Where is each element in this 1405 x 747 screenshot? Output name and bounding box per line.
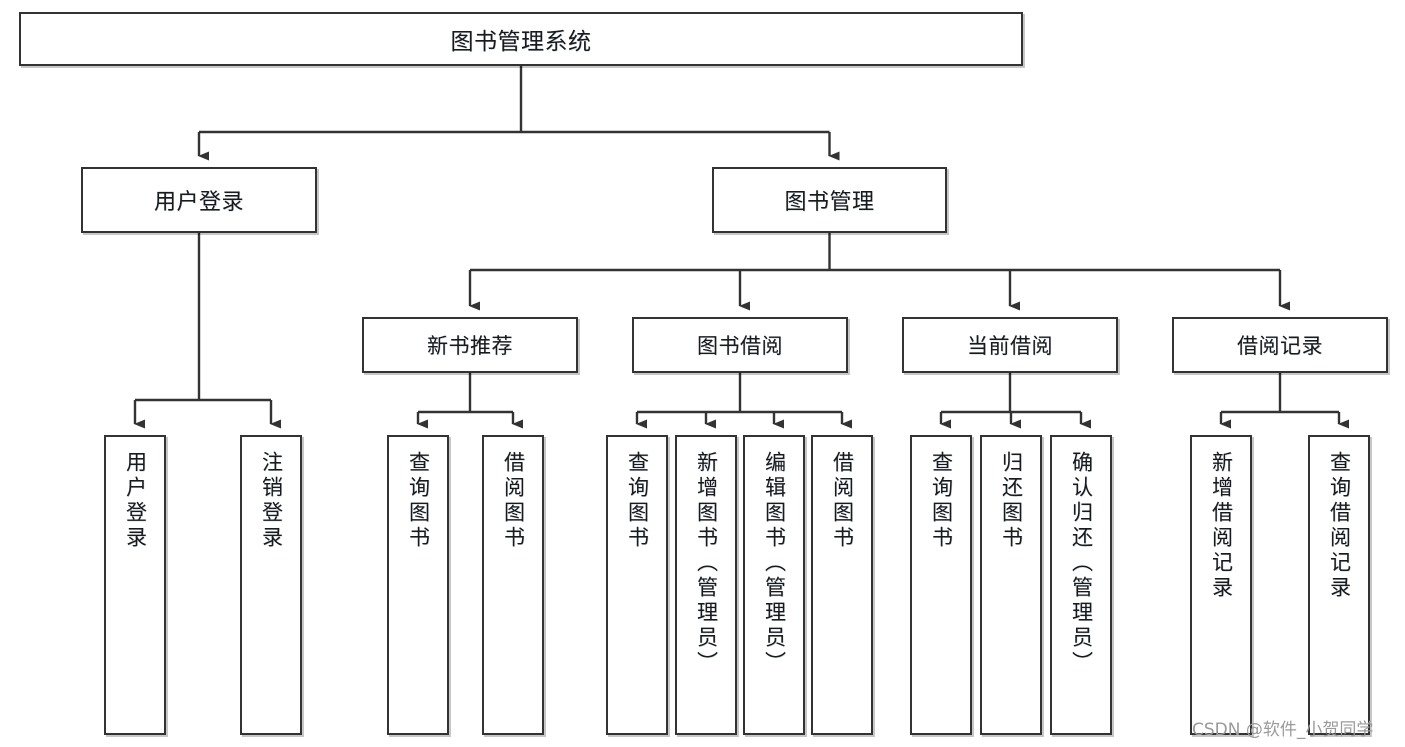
node-label: 图书管理	[784, 190, 875, 215]
node-label: 确认归还（管理员）	[1069, 451, 1094, 676]
node-leaf-7[interactable]: 编辑图书（管理员）	[743, 435, 805, 735]
node-borrow-log[interactable]: 借阅记录	[1172, 317, 1388, 373]
node-label: 查询借阅记录	[1327, 451, 1352, 601]
node-label: 新增图书（管理员）	[694, 451, 719, 676]
node-leaf-12[interactable]: 新增借阅记录	[1190, 435, 1252, 735]
node-label: 用户登录	[123, 451, 148, 551]
node-leaf-1[interactable]: 用户登录	[104, 435, 166, 735]
node-leaf-8[interactable]: 借阅图书	[811, 435, 873, 735]
node-label: 借阅记录	[1237, 334, 1323, 358]
node-label: 借阅图书	[501, 451, 526, 551]
node-cur-borrow[interactable]: 当前借阅	[902, 317, 1118, 373]
node-leaf-6[interactable]: 新增图书（管理员）	[675, 435, 737, 735]
node-book-manage[interactable]: 图书管理	[712, 167, 947, 233]
node-label: 图书管理系统	[450, 29, 592, 55]
node-label: 查询图书	[625, 451, 650, 551]
node-label: 归还图书	[999, 451, 1024, 551]
node-root[interactable]: 图书管理系统	[19, 12, 1023, 66]
node-label: 新书推荐	[427, 334, 513, 358]
node-label: 当前借阅	[967, 334, 1053, 358]
node-book-borrow[interactable]: 图书借阅	[632, 317, 848, 373]
edge-group	[133, 66, 1349, 429]
node-label: 新增借阅记录	[1209, 451, 1234, 601]
node-leaf-9[interactable]: 查询图书	[910, 435, 972, 735]
node-user-login[interactable]: 用户登录	[81, 167, 317, 233]
node-leaf-5[interactable]: 查询图书	[606, 435, 668, 735]
node-label: 编辑图书（管理员）	[762, 451, 787, 676]
node-label: 查询图书	[406, 451, 431, 551]
node-label: 查询图书	[929, 451, 954, 551]
node-leaf-10[interactable]: 归还图书	[980, 435, 1042, 735]
node-leaf-13[interactable]: 查询借阅记录	[1308, 435, 1370, 735]
node-leaf-4[interactable]: 借阅图书	[482, 435, 544, 735]
node-leaf-3[interactable]: 查询图书	[387, 435, 449, 735]
node-leaf-2[interactable]: 注销登录	[240, 435, 302, 735]
node-new-book-rec[interactable]: 新书推荐	[362, 317, 578, 373]
node-label: 用户登录	[153, 190, 244, 215]
node-label: 注销登录	[259, 451, 284, 551]
node-label: 图书借阅	[697, 334, 783, 358]
node-label: 借阅图书	[830, 451, 855, 551]
node-leaf-11[interactable]: 确认归还（管理员）	[1050, 435, 1112, 735]
